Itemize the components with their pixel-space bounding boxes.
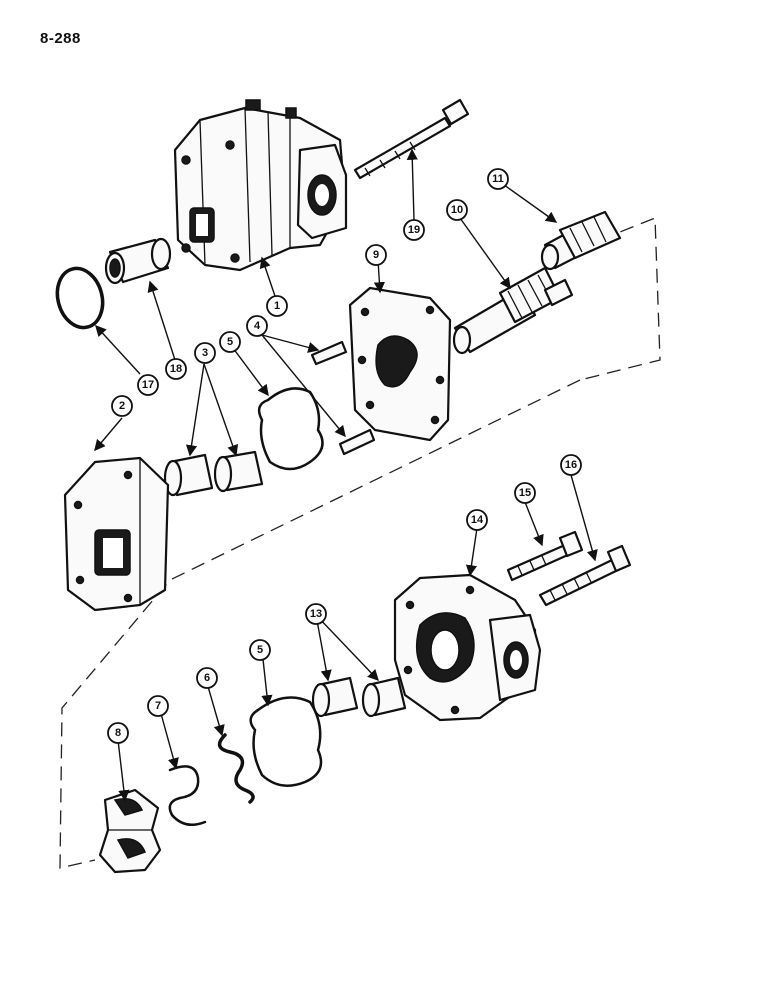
callout-1: 1 [266, 295, 288, 317]
callout-19: 19 [403, 219, 425, 241]
part-3-bushings [163, 450, 264, 497]
callout-label: 16 [565, 459, 577, 471]
callout-17: 17 [137, 374, 159, 396]
part-16-bolt [538, 544, 632, 607]
callout-label: 3 [202, 347, 208, 359]
callout-label: 5 [257, 644, 263, 656]
callout-4: 4 [246, 315, 268, 337]
part-11-driven-gear [540, 210, 622, 271]
part-17-o-ring [55, 266, 105, 330]
part-8-wear-plate [98, 788, 162, 874]
callout-label: 14 [471, 514, 484, 526]
callout-label: 1 [274, 300, 280, 312]
part-9-body-plate [348, 286, 452, 442]
callout-label: 17 [142, 379, 154, 391]
part-14-rear-body [393, 573, 542, 722]
callout-label: 7 [155, 700, 161, 712]
part-15-bolt [506, 530, 584, 582]
callout-label: 9 [373, 249, 379, 261]
callout-16: 16 [560, 454, 582, 476]
callout-label: 19 [408, 224, 420, 236]
callout-label: 11 [492, 173, 504, 185]
part-5-seal-lower [249, 696, 323, 787]
callout-label: 15 [519, 487, 531, 499]
part-18-coupling [104, 237, 172, 285]
part-pump-assembly [173, 99, 348, 272]
callout-label: 4 [254, 320, 261, 332]
callout-label: 2 [119, 400, 125, 412]
callout-label: 13 [310, 608, 322, 620]
part-2-front-cover [63, 456, 170, 612]
callout-label: 18 [170, 363, 182, 375]
callout-label: 8 [115, 727, 121, 739]
callout-15: 15 [514, 482, 536, 504]
callout-label: 5 [227, 336, 233, 348]
callout-13: 13 [305, 603, 327, 625]
callout-9: 9 [365, 244, 387, 266]
part-13-bushings [311, 676, 407, 718]
callout-3: 3 [194, 342, 216, 364]
part-4-dowel-pins [310, 340, 376, 456]
assembly-dash-lines [59, 217, 661, 869]
part-5-seal-upper [257, 387, 324, 471]
callout-7: 7 [147, 695, 169, 717]
page-number: 8-288 [40, 30, 81, 47]
part-6-spring [217, 733, 255, 804]
part-10-drive-gear [452, 266, 574, 355]
callout-2: 2 [111, 395, 133, 417]
callout-14: 14 [466, 509, 488, 531]
callout-10: 10 [446, 199, 468, 221]
callout-6: 6 [196, 667, 218, 689]
leader-lines [94, 148, 598, 802]
callout-5-upper: 5 [219, 331, 241, 353]
callout-5-lower: 5 [249, 639, 271, 661]
callout-11: 11 [487, 168, 509, 190]
part-7-clip [168, 765, 207, 827]
callout-label: 10 [451, 204, 463, 216]
callout-label: 6 [204, 672, 210, 684]
part-19-bolt [353, 98, 470, 180]
callout-18: 18 [165, 358, 187, 380]
callout-8: 8 [107, 722, 129, 744]
